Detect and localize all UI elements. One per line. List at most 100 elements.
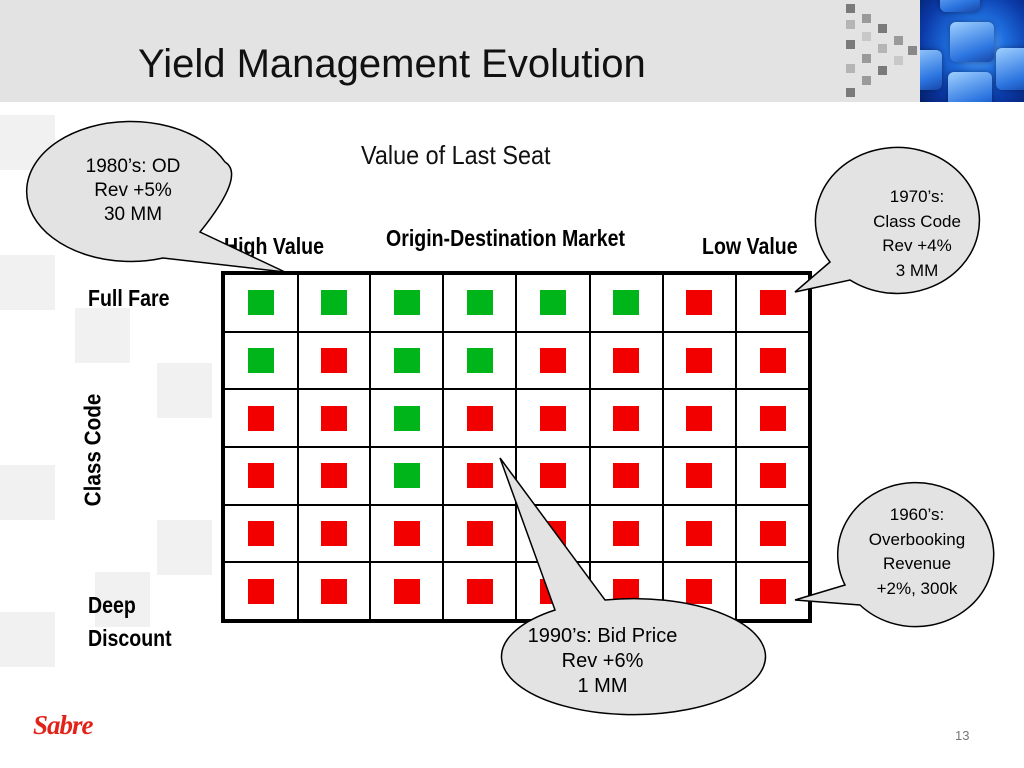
background-square [157,363,212,418]
green-square [466,290,493,316]
grid-cell [224,504,298,563]
red-square [466,520,493,546]
grid-cell [370,447,444,505]
grid-cell [736,389,809,447]
red-square [759,347,786,373]
callout-bubble-1960 [794,481,995,628]
red-square [686,290,713,316]
grid-cell [662,331,737,390]
grid-cell [516,331,590,390]
red-square [613,347,640,373]
grid-cell [370,274,444,332]
background-square [75,308,130,363]
background-square [0,255,55,310]
y-axis-bottom-label-line1: Deep [88,592,136,618]
red-square [759,578,786,604]
red-square [247,520,274,546]
callout-text-1970: 1970’s: Class Code Rev +4% 3 MM [873,187,961,280]
grid-cell [736,274,809,332]
callout-text-1960: 1960’s: Overbooking Revenue +2%, 300k [868,505,966,598]
red-square [759,290,786,316]
green-square [466,347,493,373]
grid-cell [443,389,516,447]
red-square [686,463,713,489]
grid-cell [224,447,298,505]
keyboard-photo [920,0,1024,102]
page-number: 13 [955,728,970,743]
green-square [393,405,420,431]
value-grid [221,271,812,623]
red-square [321,463,348,489]
grid-cell [443,331,516,390]
red-square [247,463,274,489]
red-square [539,405,566,431]
grid-cell [370,331,444,390]
sabre-logo: Sabre [33,710,94,740]
grid-cell [516,389,590,447]
red-square [539,347,566,373]
grid-cell [736,447,809,505]
background-square [95,572,150,627]
red-square [759,463,786,489]
grid-cell [297,274,371,332]
red-square [321,405,348,431]
grid-cell [443,274,516,332]
green-square [393,290,420,316]
callout-text-1980: 1980’s: OD Rev +5% 30 MM [85,156,181,225]
grid-cell [297,331,371,390]
red-square [393,578,420,604]
x-axis-title: Origin-Destination Market [386,225,625,251]
y-axis-bottom-label-line2: Discount [88,625,172,651]
grid-cell [224,562,298,620]
grid-cell [443,504,516,563]
red-square [466,578,493,604]
green-square [539,290,566,316]
red-square [759,520,786,546]
grid-cell [662,274,737,332]
grid-cell [370,389,444,447]
red-square [321,347,348,373]
green-square [247,290,274,316]
background-square [0,612,55,667]
grid-cell [589,447,663,505]
red-square [613,520,640,546]
green-square [613,290,640,316]
grid-cell [443,562,516,620]
grid-cell [297,447,371,505]
red-square [539,463,566,489]
y-axis-top-label: Full Fare [88,285,170,311]
grid-cell [224,274,298,332]
red-square [393,520,420,546]
grid-cell [589,274,663,332]
grid-cell [224,331,298,390]
grid-cell [736,504,809,563]
grid-cell [370,504,444,563]
grid-cell [662,447,737,505]
grid-cell [589,389,663,447]
grid-cell [589,331,663,390]
grid-cell [297,389,371,447]
grid-cell [224,389,298,447]
grid-cell [370,562,444,620]
green-square [321,290,348,316]
grid-cell [443,447,516,505]
red-square [686,347,713,373]
background-square [157,520,212,575]
x-axis-right-label: Low Value [702,233,798,259]
grid-cell [297,562,371,620]
grid-cell [736,562,809,620]
red-square [321,520,348,546]
callout-bubble-1970 [794,146,981,295]
red-square [613,463,640,489]
red-square [321,578,348,604]
green-square [247,347,274,373]
slide-title: Yield Management Evolution [138,42,646,86]
green-square [393,463,420,489]
callout-bubble-1990 [499,457,767,716]
red-square [613,405,640,431]
header-band [0,0,1024,102]
grid-cell [662,504,737,563]
red-square [686,520,713,546]
background-square [0,465,55,520]
red-square [686,405,713,431]
